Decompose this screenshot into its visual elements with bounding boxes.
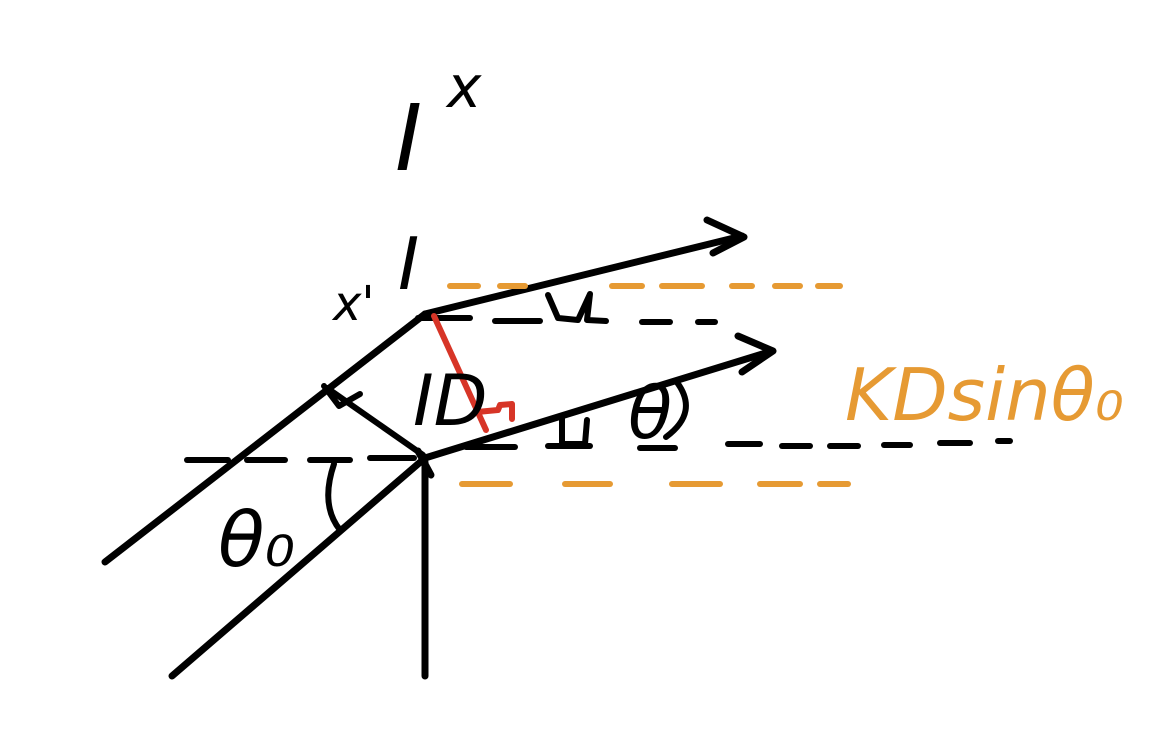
outgoing-arrow-lower-shaft (421, 347, 776, 462)
incoming-ray-lower (168, 454, 429, 680)
arrow-head-lower (734, 332, 777, 376)
incoming-ray-upper (101, 310, 429, 566)
angle-label-theta: θ (628, 371, 672, 455)
arrow-head-upper (703, 216, 748, 257)
outgoing-arrow-upper-shaft (421, 232, 746, 318)
angle-arcs (325, 378, 689, 533)
path-difference-label: KDsinθ₀ (845, 353, 1124, 437)
right-angle-mark-left (321, 383, 363, 409)
middle-label: ID (413, 360, 488, 442)
angle-arc-theta (663, 378, 689, 440)
angle-arc-theta0 (325, 461, 343, 533)
top-label-main: I (395, 85, 422, 192)
small-lower-mark (559, 415, 590, 447)
right-angle-mark-red (474, 401, 515, 422)
black-dashed-lines (184, 291, 1013, 463)
wavefront-line (321, 383, 426, 458)
wavefront-connector (324, 385, 426, 458)
outgoing-arrow-lower (421, 332, 777, 462)
orange-dashed-lines (447, 283, 851, 487)
upper-node-label: I (398, 222, 419, 306)
angle-label-theta0: θ₀ (218, 495, 295, 584)
top-label-superscript: x (445, 53, 482, 121)
perpendicular-red (431, 313, 515, 433)
small-upper-mark (545, 291, 609, 324)
upper-node-prefix: x' (331, 276, 375, 332)
outgoing-arrow-upper (421, 216, 748, 318)
